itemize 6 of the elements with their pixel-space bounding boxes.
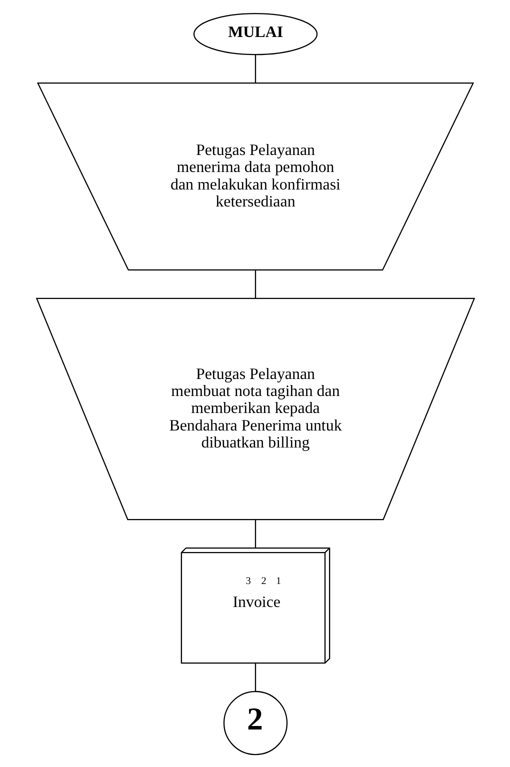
connector — [254, 270, 256, 298]
connector — [254, 519, 256, 548]
node-circle: 2 — [222, 690, 288, 755]
connector — [254, 662, 256, 691]
connector — [254, 54, 256, 82]
node-ellipse: MULAI — [192, 12, 318, 55]
